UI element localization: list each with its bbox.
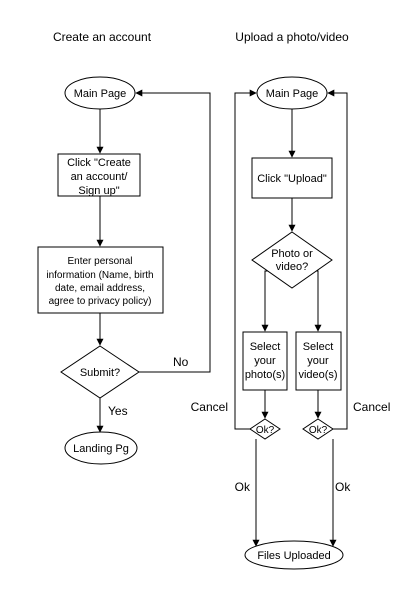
ok-photo-label: Ok? — [256, 425, 275, 436]
click-create-line-2: an account/ — [71, 171, 129, 183]
click-upload-label: Click "Upload" — [257, 173, 327, 185]
select-photo-line-1: Select — [250, 341, 281, 353]
photo-or-video-node — [251, 231, 333, 289]
click-create-line-1: Click "Create — [67, 157, 131, 169]
enter-info-line-1: Enter personal — [67, 256, 132, 267]
photo-or-video-line-2: video? — [276, 261, 308, 273]
yes-label: Yes — [108, 404, 128, 418]
enter-info-line-3: date, email address, — [55, 283, 145, 294]
select-video-line-1: Select — [303, 341, 334, 353]
click-create-line-3: Sign up" — [78, 185, 119, 197]
edge-decision-to-select-video — [314, 270, 322, 332]
ok-photo-node — [249, 418, 281, 440]
edge-ok-video-cancel-to-main — [327, 89, 348, 430]
landing-label: Landing Pg — [73, 443, 129, 455]
ok-right-label: Ok — [335, 480, 351, 494]
files-uploaded-label: Files Uploaded — [257, 550, 330, 562]
select-photo-line-2: your — [254, 355, 276, 367]
photo-or-video-line-1: Photo or — [271, 248, 313, 260]
edge-decision-to-select-photo — [261, 270, 269, 332]
landing-node — [64, 431, 138, 465]
create-account-title: Create an account — [53, 30, 152, 44]
cancel-left-label: Cancel — [191, 400, 228, 414]
select-photo-line-3: photo(s) — [245, 369, 285, 381]
click-create-node — [57, 153, 141, 197]
edge-submit-no-to-main — [135, 89, 211, 373]
no-label: No — [173, 355, 189, 369]
create-account-flow: Main Page Click "Create an account/ Sign… — [37, 76, 211, 465]
enter-info-line-2: information (Name, birth — [46, 270, 153, 281]
ok-left-label: Ok — [235, 480, 251, 494]
select-video-node — [295, 331, 342, 391]
submit-label: Submit? — [80, 367, 120, 379]
enter-info-line-4: agree to privacy policy) — [49, 296, 152, 307]
ok-video-label: Ok? — [309, 425, 328, 436]
click-upload-node — [251, 157, 333, 199]
main-page-label-left: Main Page — [74, 88, 127, 100]
upload-flow: Main Page Click "Upload" Photo or video?… — [191, 76, 390, 570]
main-page-label-right: Main Page — [266, 88, 319, 100]
ok-video-node — [302, 418, 334, 440]
select-video-line-2: your — [307, 355, 329, 367]
select-photo-node — [242, 331, 288, 391]
upload-title: Upload a photo/video — [235, 30, 349, 44]
files-uploaded-node — [244, 540, 344, 570]
cancel-right-label: Cancel — [353, 400, 390, 414]
edge-ok-photo-cancel-to-main — [234, 89, 257, 430]
select-video-line-3: video(s) — [298, 369, 337, 381]
